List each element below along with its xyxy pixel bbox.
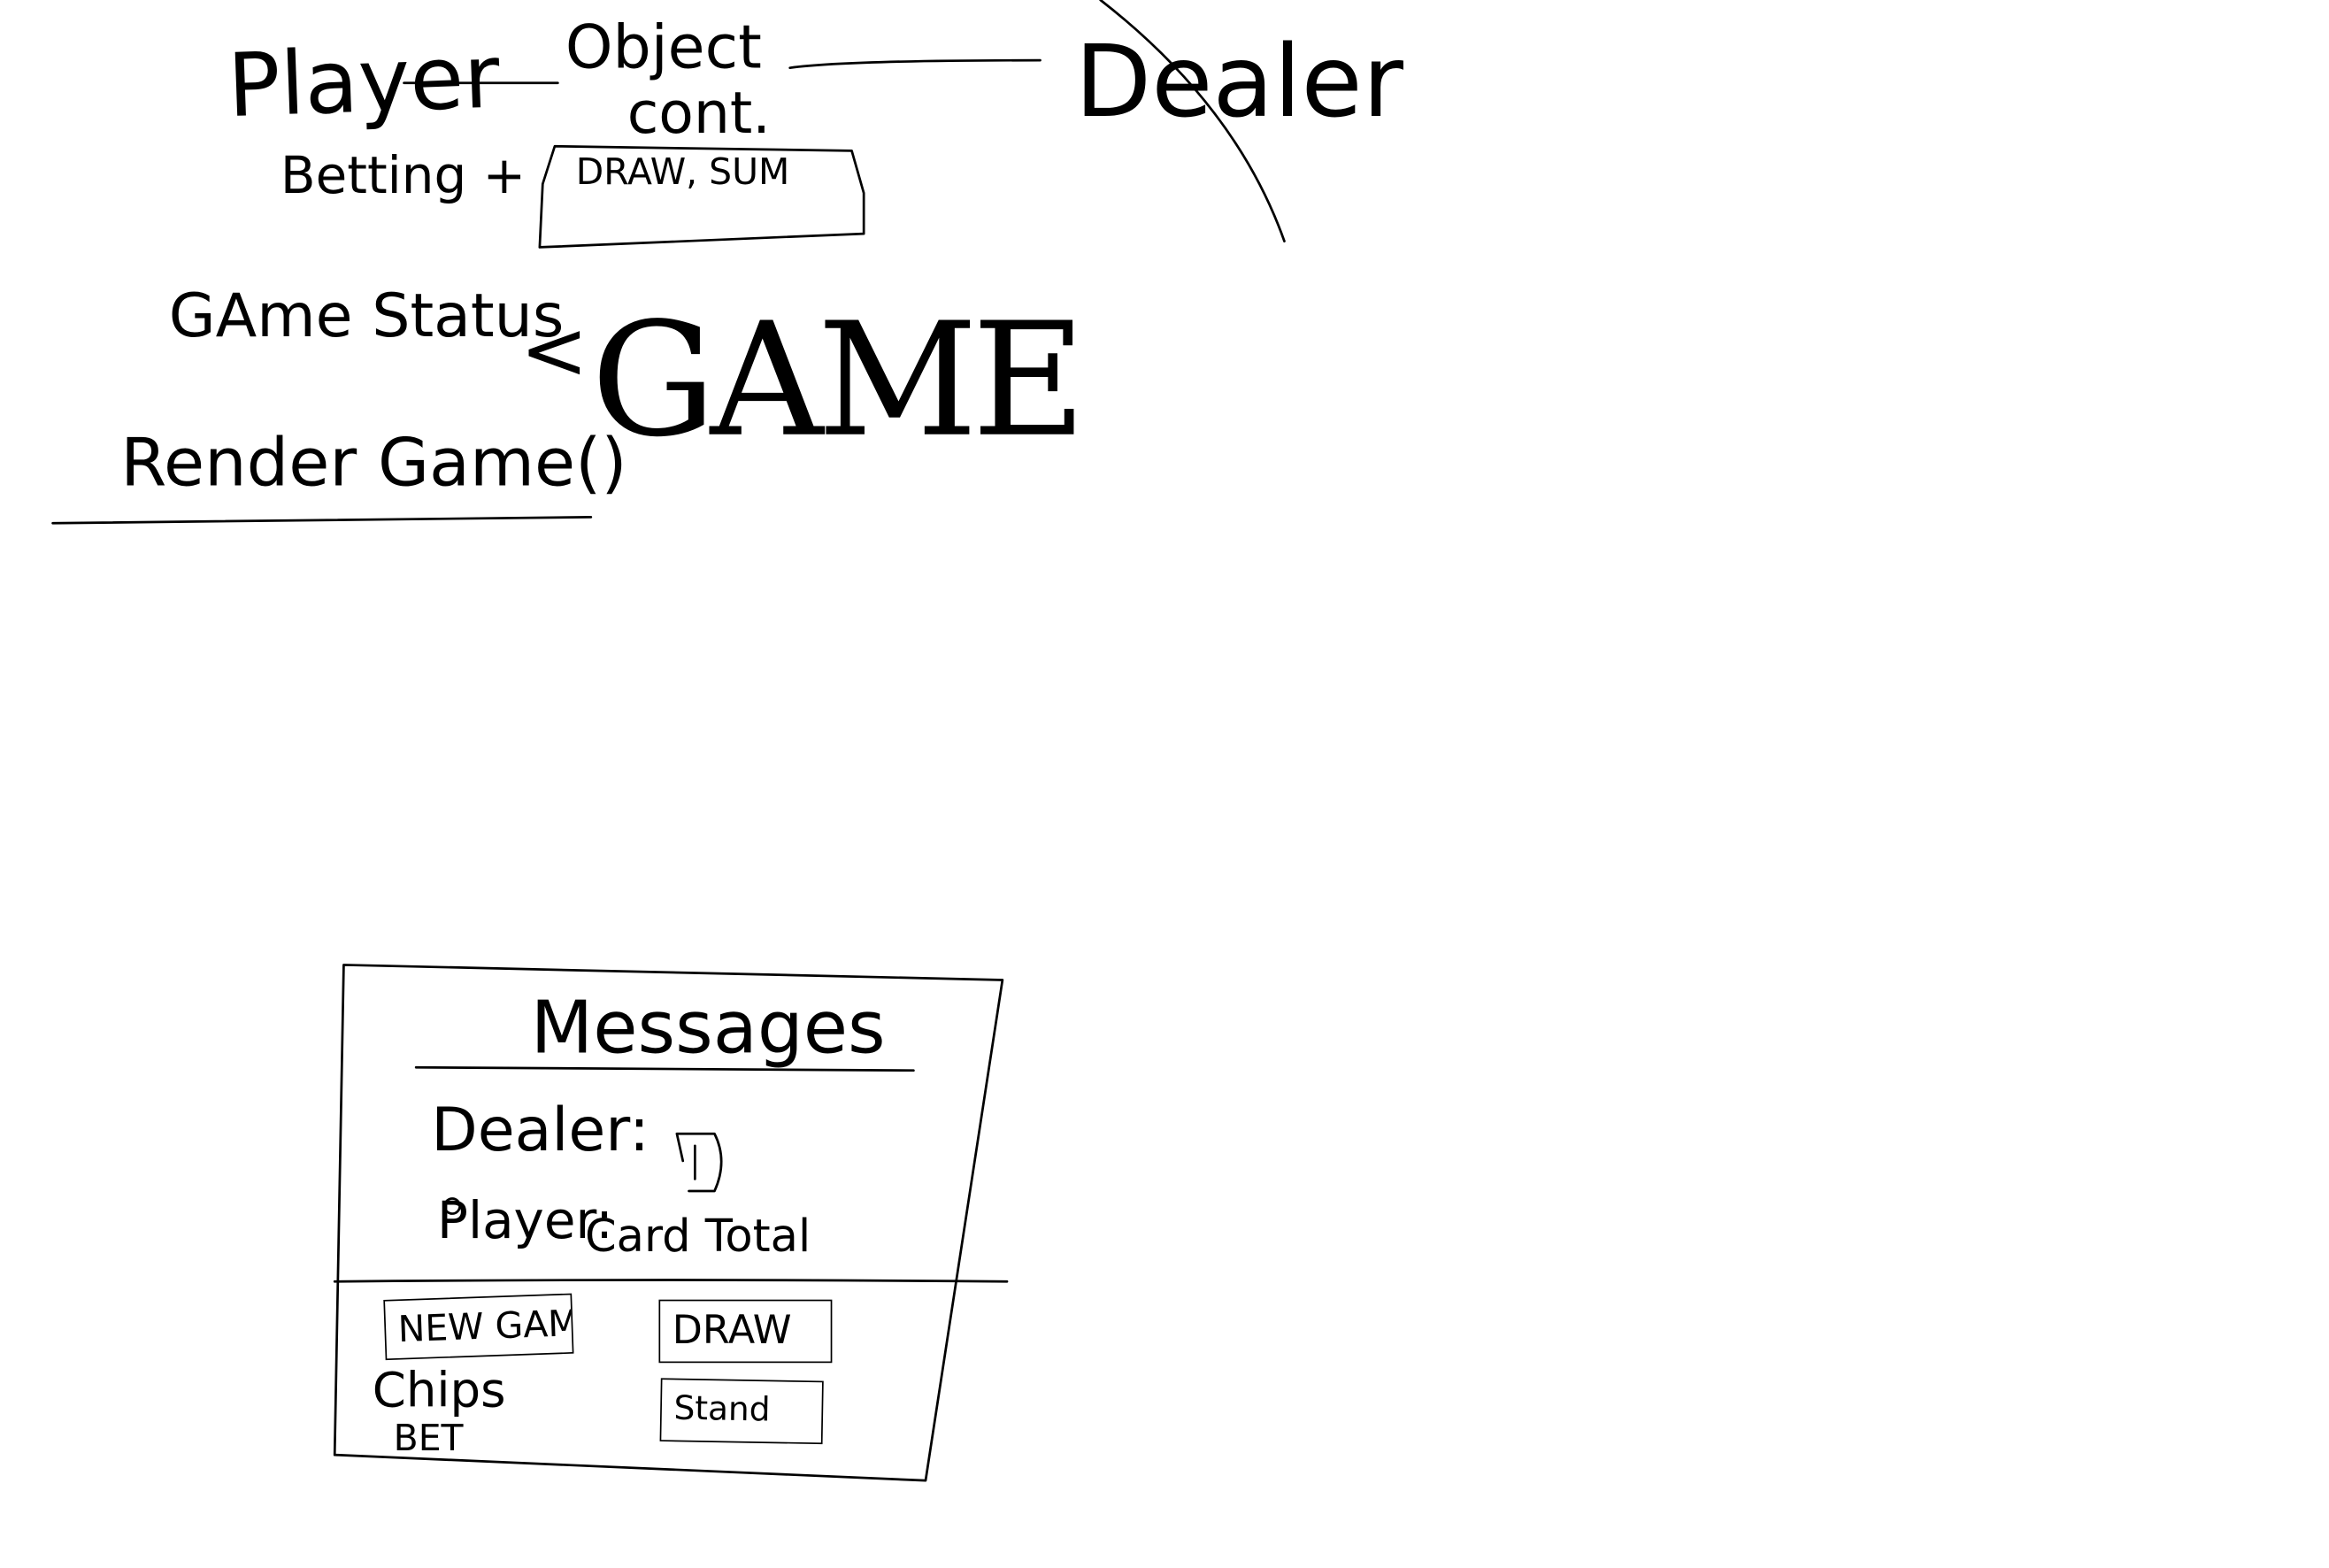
dealer-arc	[1099, 0, 1286, 242]
game-node: GAME	[590, 288, 1087, 473]
player-row-label: Player:	[437, 1191, 613, 1252]
dealer-row-label: Dealer:	[431, 1095, 650, 1166]
new-game-button-label: NEW GAME	[396, 1301, 574, 1351]
bet-label: BET	[393, 1417, 464, 1460]
dealer-card-icon	[675, 1132, 723, 1193]
render-game-underline	[51, 516, 593, 525]
player-marker-icon	[443, 1197, 461, 1215]
messages-frame	[333, 964, 1004, 1482]
draw-sum-box	[538, 144, 865, 249]
dealer-node: Dealer	[1074, 24, 1403, 141]
messages-divider	[333, 1279, 1009, 1283]
stand-button-label: Stand	[673, 1390, 771, 1430]
game-status-label: GAme Status	[168, 281, 565, 351]
betting-label: Betting +	[280, 146, 527, 207]
draw-button[interactable]: DRAW	[658, 1299, 833, 1364]
object-node-line2: cont.	[626, 80, 771, 147]
messages-title-underline	[414, 1065, 915, 1072]
new-game-button[interactable]: NEW GAME	[383, 1293, 574, 1361]
player-node: Player	[226, 25, 502, 137]
draw-sum-label: DRAW, SUM	[575, 150, 790, 194]
render-game-label: Render Game()	[120, 425, 627, 503]
object-dealer-connector	[788, 58, 1042, 70]
messages-title: Messages	[530, 986, 886, 1071]
object-node-line1: Object	[565, 13, 762, 83]
chips-label: Chips	[372, 1361, 506, 1419]
stand-button[interactable]: Stand	[659, 1378, 824, 1445]
less-than-symbol: <	[519, 303, 588, 398]
draw-button-label: DRAW	[672, 1308, 792, 1355]
card-total-label: Card Total	[584, 1211, 811, 1264]
